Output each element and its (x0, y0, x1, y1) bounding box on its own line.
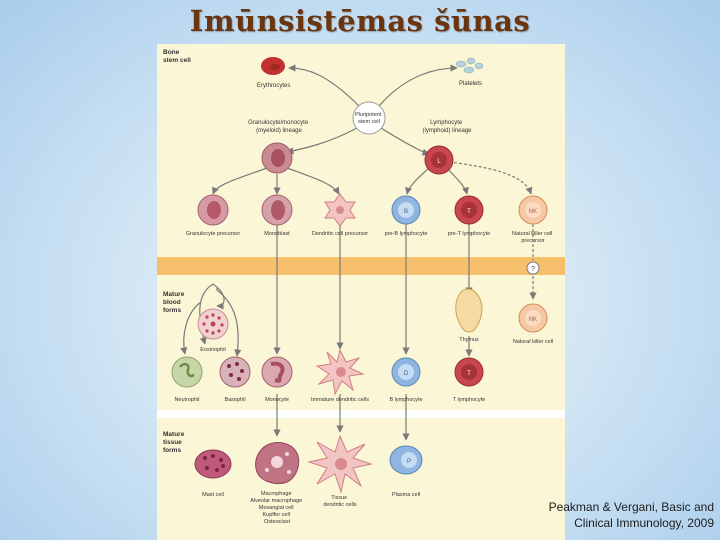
basophil-cell (219, 356, 251, 388)
myeloid-lineage-label: Granulocyte/monocyte (myeloid) lineage (248, 120, 310, 134)
macrophage-cell (255, 442, 300, 485)
pre-t-letter: T (467, 209, 471, 215)
t-lymphocyte-cell (454, 357, 484, 387)
pre-b-lymphocyte-cell (391, 195, 421, 225)
b-lymphocyte-letter: D (404, 371, 409, 377)
platelets-cell (455, 57, 484, 74)
nk-cell-label: Natural killer cell (513, 339, 553, 345)
pre-t-label: pre-T lymphocyte (448, 231, 490, 237)
neutrophil-cell (171, 356, 203, 388)
pre-t-lymphocyte-cell (454, 195, 484, 225)
monocyte-cell (261, 356, 293, 388)
platelets-label: Platelets (459, 81, 482, 87)
monoblast-cell (261, 194, 293, 226)
citation: Peakman & Vergani, Basic and Clinical Im… (454, 499, 714, 531)
basophil-label: Basophil (224, 397, 245, 403)
slide-title: Imūnsistēmas šūnas (189, 4, 531, 38)
question-marker (526, 261, 540, 275)
lineage-arrows (180, 64, 537, 441)
section-tissue-label: Mature tissue forms (163, 431, 186, 454)
erythrocytes-cell (261, 57, 285, 75)
orange-band (157, 257, 565, 275)
section-blood-label: Mature blood forms (163, 291, 186, 314)
immature-dendritic-label: Immature dendritic cells (311, 397, 369, 403)
mast-cell-label: Mast cell (202, 492, 224, 498)
lymphoid-progenitor-letter: L (437, 159, 441, 165)
plasma-cell (389, 445, 423, 475)
pre-b-letter: B (404, 209, 408, 215)
myeloid-progenitor-cell (261, 142, 293, 174)
stem-cell-label: Pluripotent stem cell (355, 112, 383, 125)
nk-cell-letter: NK (529, 317, 537, 323)
hematopoiesis-figure: Bone stem cell Mature blood forms Mature… (157, 44, 565, 540)
monoblast-label: Monoblast (264, 231, 290, 237)
thymus-label: Thymus (459, 337, 479, 343)
t-lymphocyte-label: T lymphocyte (453, 397, 486, 403)
pluripotent-stem-cell (352, 101, 386, 135)
nk-cell (518, 303, 548, 333)
b-lymphocyte-cell (391, 357, 421, 387)
nk-precursor-label: Natural killer cell precursor (512, 231, 554, 244)
tissue-dendritic-label: Tissue dendritic cells (323, 495, 357, 508)
plasma-cell-letter: P (407, 459, 411, 465)
lymphoid-lineage-label: Lymphocyte (lymphoid) lineage (422, 120, 472, 134)
immature-dendritic-cell (315, 348, 365, 396)
plasma-cell-label: Plasma cell (392, 492, 420, 498)
monocyte-label: Monocyte (265, 397, 289, 403)
tissue-dendritic-cell (307, 434, 373, 494)
b-lymphocyte-label: B lymphocyte (389, 397, 422, 403)
erythrocytes-label: Erythrocytes (257, 83, 290, 89)
eosinophil-precursor-cell (197, 308, 229, 340)
section-bone-label: Bone stem cell (163, 49, 191, 64)
section-divider (157, 410, 565, 418)
question-marker-text: ? (531, 266, 535, 273)
dendritic-precursor-label: Dendritic cell precursor (312, 231, 368, 237)
macrophage-label: Macrophage Alveolar macrophage Mesangial… (250, 491, 304, 525)
granulocyte-precursor-label: Granulocyte precursor (186, 231, 241, 237)
nk-precursor-letter: NK (529, 209, 537, 215)
neutrophil-label: Neutrophil (174, 397, 199, 403)
dendritic-precursor-cell (324, 193, 356, 227)
t-lymphocyte-letter: T (467, 371, 471, 377)
eosinophil-label: Eosinophil (200, 347, 225, 353)
granulocyte-precursor-cell (197, 194, 229, 226)
citation-line-1: Peakman & Vergani, Basic and (548, 500, 714, 514)
thymus-organ (455, 288, 483, 333)
mast-cell (194, 449, 232, 479)
pre-b-label: pre-B lymphocyte (385, 231, 428, 237)
citation-line-2: Clinical Immunology, 2009 (574, 516, 714, 530)
nk-precursor-cell (518, 195, 548, 225)
lymphoid-progenitor-cell (424, 145, 454, 175)
